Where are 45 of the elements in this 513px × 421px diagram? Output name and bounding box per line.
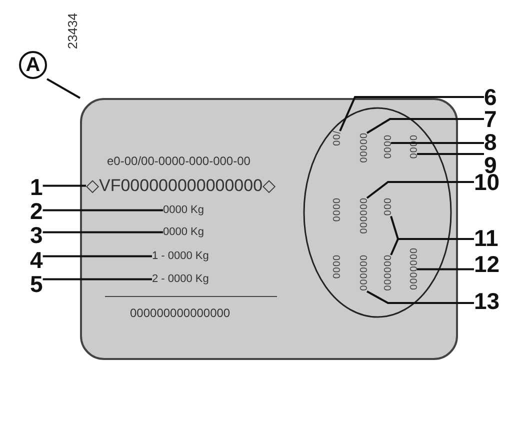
callout-number: 7 (484, 108, 497, 131)
plate-text: 2 - 0000 Kg (152, 273, 209, 286)
callout-number: 13 (474, 290, 500, 313)
vertical-code-text: 0000 (381, 135, 391, 160)
plate-text: 0000 Kg (163, 204, 204, 217)
callout-number: 1 (30, 176, 43, 199)
vertical-code-text: 000 (381, 198, 391, 216)
callout-letter: A (19, 51, 47, 79)
vertical-code-text: 0000 (330, 255, 340, 280)
vertical-code-text: /00 (330, 131, 340, 146)
oval-outline (303, 107, 452, 318)
callout-number: 6 (484, 86, 497, 109)
vertical-code-text: 000000 (357, 255, 367, 292)
leader-line (42, 184, 86, 187)
leader-line (42, 278, 152, 280)
leader-line (366, 118, 484, 134)
plate-number-text: 000000000000000 (130, 306, 230, 320)
callout-number: 12 (474, 253, 500, 276)
leader-line (391, 142, 484, 144)
vertical-code-text: 0000000 (407, 248, 417, 290)
callout-number: 8 (484, 131, 497, 154)
plate-text: 0000 Kg (163, 226, 204, 239)
vertical-code-text: 000000 (357, 198, 367, 234)
leader-line (417, 268, 474, 270)
leader-line (366, 290, 474, 304)
type-approval-number: e0-00/00-0000-000-000-00 (107, 154, 250, 168)
leader-line (42, 231, 163, 234)
leader-line (46, 78, 80, 99)
callout-number: 11 (474, 227, 498, 250)
leader-line (42, 255, 152, 258)
vertical-code-text: 00000 (357, 133, 367, 164)
vertical-code-text: 000000 (381, 255, 391, 292)
callout-number: 5 (30, 273, 43, 296)
leader-line (417, 153, 484, 155)
callout-number: 2 (30, 200, 43, 223)
callout-number: 3 (30, 224, 43, 247)
leader-line (42, 209, 163, 212)
vertical-code-text: 0000 (330, 198, 340, 222)
identification-plate (80, 98, 458, 360)
callout-number: 4 (30, 249, 43, 272)
leader-line (339, 96, 484, 132)
leader-line (366, 181, 474, 199)
reference-code: 23434 (66, 13, 79, 50)
plate-text: ◇VF000000000000000◇ (86, 176, 276, 196)
plate-text: 1 - 0000 Kg (152, 250, 209, 263)
